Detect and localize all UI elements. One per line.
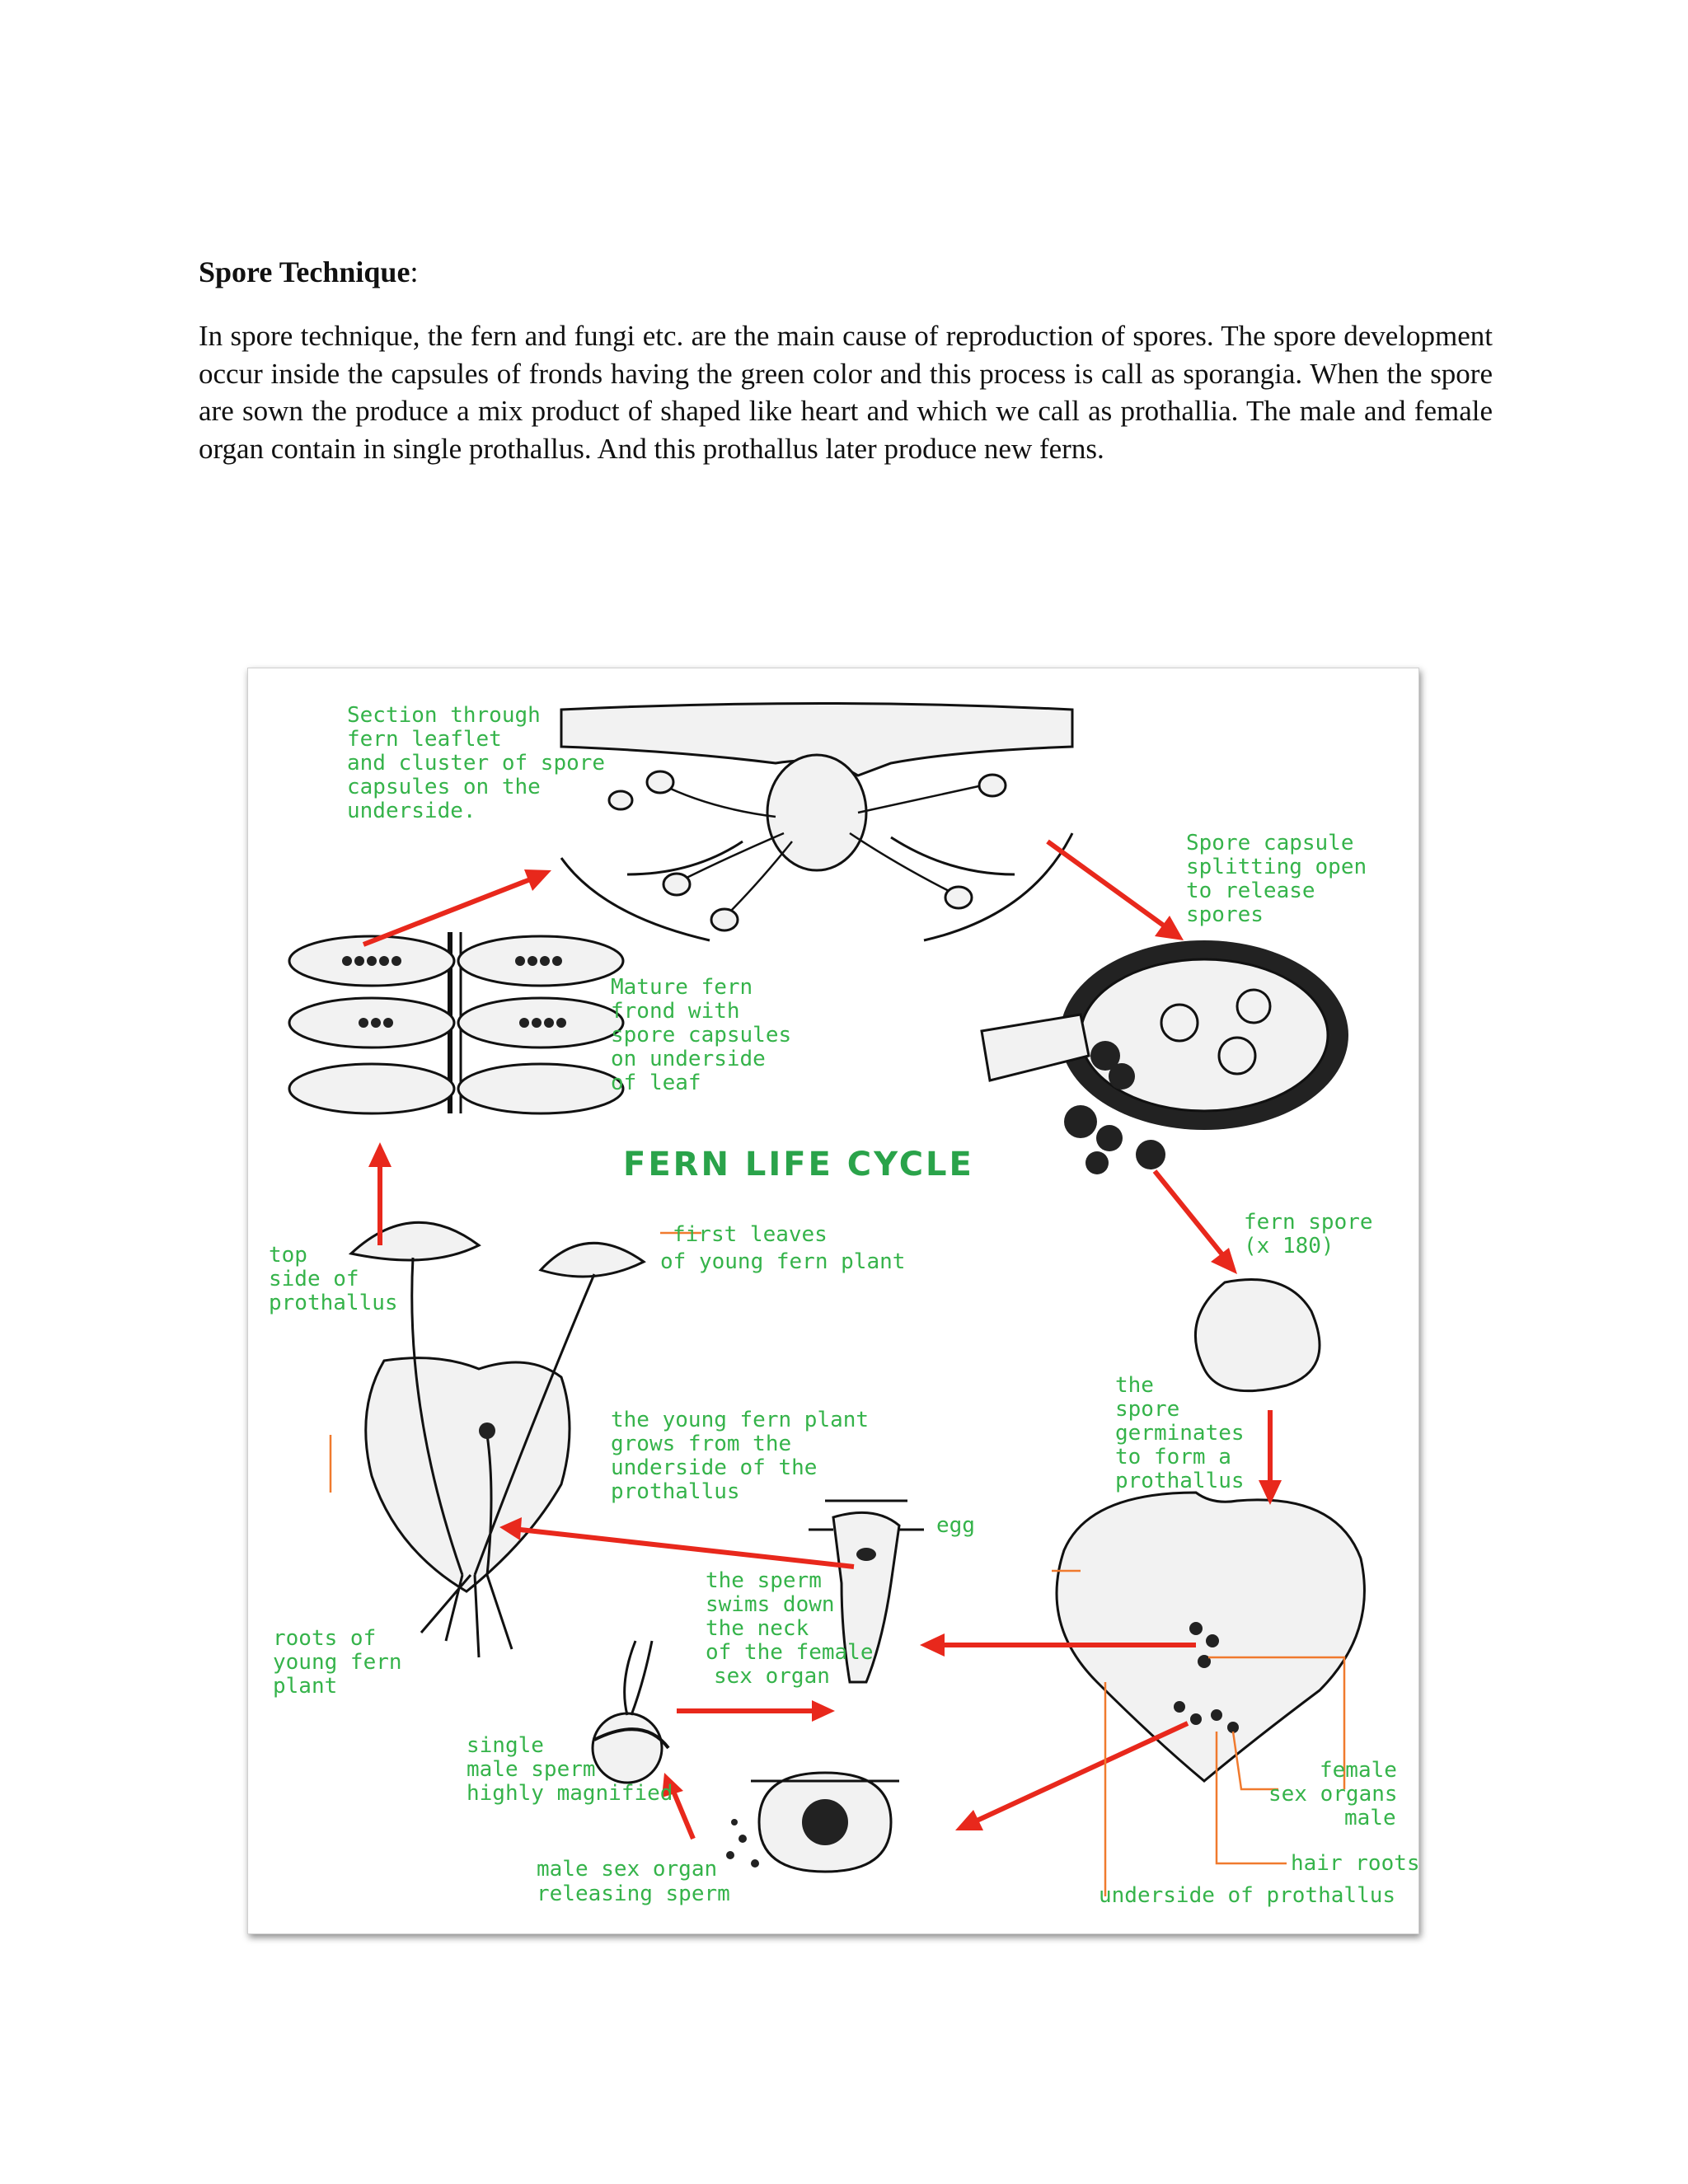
label-sperm-swims-line-2: swims down	[706, 1592, 835, 1617]
prothallus-underside-illustration	[1055, 1491, 1366, 1783]
label-roots-line-2: young fern	[273, 1650, 402, 1675]
label-section-line-2: fern leaflet	[347, 727, 502, 752]
label-mature-line-3: spore capsules	[611, 1023, 791, 1047]
female-sex-organ-illustration	[809, 1499, 924, 1684]
label-germinates-line-3: germinates	[1115, 1421, 1245, 1446]
mature-frond-illustration	[288, 932, 625, 1115]
spore-capsule-illustration	[980, 940, 1348, 1174]
label-section-line-5: underside.	[347, 799, 476, 823]
heading-colon: :	[410, 255, 419, 288]
label-mature-line-2: frond with	[611, 999, 740, 1024]
label-mature-line-4: on underside	[611, 1047, 766, 1071]
label-capsule-line-3: to release	[1186, 879, 1315, 903]
male-sperm-illustration	[591, 1640, 670, 1784]
label-top-side-line-2: side of	[269, 1267, 359, 1291]
cycle-arrows	[362, 839, 1282, 1840]
label-sperm-swims-line-3: the neck	[706, 1616, 809, 1641]
label-single-sperm-line-1: single	[467, 1733, 544, 1758]
label-sperm-swims-line-1: the sperm	[706, 1568, 822, 1593]
label-young-plant-line-2: grows from the	[611, 1432, 791, 1456]
fern-spore-illustration	[1193, 1278, 1321, 1393]
label-section-line-4: capsules on the	[347, 775, 541, 799]
label-roots-line-3: plant	[273, 1674, 337, 1699]
label-capsule-line-2: splitting open	[1186, 855, 1367, 879]
label-top-side-line-1: top	[269, 1243, 307, 1268]
label-mature-line-5: of leaf	[611, 1071, 701, 1095]
label-female-line-2: sex organs	[1268, 1782, 1398, 1807]
body-paragraph: In spore technique, the fern and fungi e…	[199, 320, 1493, 465]
label-male-organ-line-2: releasing sperm	[537, 1882, 730, 1906]
label-leader-lines	[329, 1231, 1346, 1896]
label-mature-line-1: Mature fern	[611, 975, 753, 1000]
label-sperm-swims-line-5: sex organ	[714, 1664, 830, 1689]
label-egg: egg	[936, 1513, 975, 1538]
label-male: male	[1344, 1806, 1396, 1830]
label-germinates-line-5: prothallus	[1115, 1469, 1245, 1493]
young-fern-plant-illustration	[348, 1221, 646, 1658]
label-section-line-3: and cluster of spore	[347, 751, 605, 776]
label-capsule-line-4: spores	[1186, 902, 1264, 927]
label-first-leaves-line-1: first leaves	[673, 1222, 828, 1247]
label-young-plant-line-1: the young fern plant	[611, 1408, 869, 1432]
label-male-organ-line-1: male sex organ	[537, 1857, 717, 1882]
label-germinates-line-2: spore	[1115, 1397, 1179, 1422]
leaflet-section-illustration	[560, 702, 1074, 942]
label-single-sperm-line-3: highly magnified	[467, 1781, 673, 1806]
fern-life-cycle-diagram: FERN LIFE CYCLE Section through fern lea…	[269, 702, 1418, 1908]
label-section-line-1: Section through	[347, 703, 541, 728]
figure-title: FERN LIFE CYCLE	[623, 1146, 974, 1183]
label-first-leaves-line-2: of young fern plant	[660, 1249, 905, 1274]
label-roots-line-1: roots of	[273, 1626, 376, 1651]
label-top-side-line-3: prothallus	[269, 1291, 398, 1315]
label-capsule-line-1: Spore capsule	[1186, 831, 1354, 855]
label-spore-line-2: (x 180)	[1244, 1234, 1334, 1258]
heading-text: Spore Technique	[199, 255, 410, 288]
label-young-plant-line-4: prothallus	[611, 1479, 740, 1504]
label-young-plant-line-3: underside of the	[611, 1455, 817, 1480]
label-spore-line-1: fern spore	[1244, 1210, 1373, 1235]
label-germinates-line-1: the	[1115, 1373, 1154, 1398]
fern-life-cycle-figure: FERN LIFE CYCLE Section through fern lea…	[247, 668, 1419, 1934]
label-sperm-swims-line-4: of the female	[706, 1640, 874, 1665]
label-germinates-line-4: to form a	[1115, 1445, 1231, 1469]
label-hair-roots: hair roots	[1291, 1851, 1418, 1876]
label-single-sperm-line-2: male sperm	[467, 1757, 596, 1782]
label-underside: underside of prothallus	[1099, 1883, 1395, 1908]
label-female-line-1: female	[1320, 1758, 1397, 1783]
section-heading: Spore Technique:	[199, 254, 418, 290]
male-sex-organ-illustration	[726, 1771, 899, 1873]
